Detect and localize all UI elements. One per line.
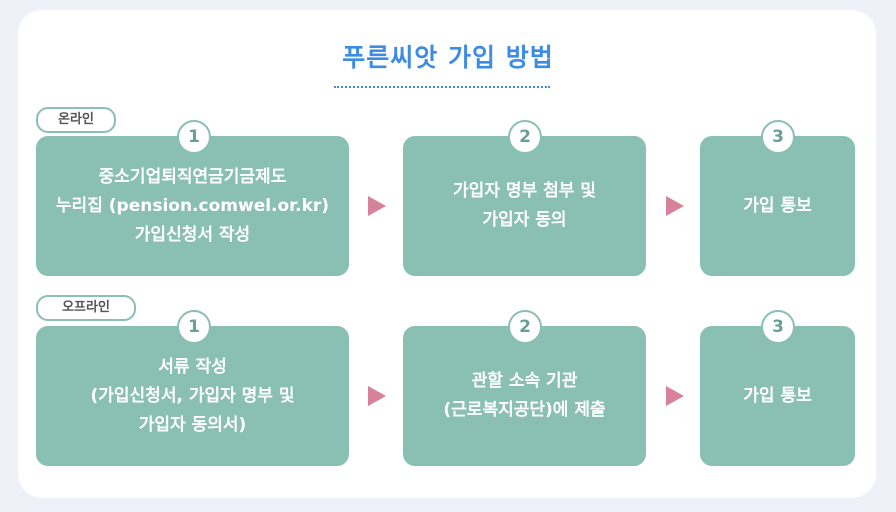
title-underline [334, 86, 550, 88]
online-step-1-number: 1 [177, 120, 211, 154]
online-tag: 온라인 [36, 107, 116, 133]
offline-step-1-box: 서류 작성 (가입신청서, 가입자 명부 및 가입자 동의서) [36, 326, 349, 466]
arrow-right-icon [368, 196, 386, 216]
online-step-3-number: 3 [761, 120, 795, 154]
offline-step-3-number: 3 [761, 310, 795, 344]
offline-step-1-number: 1 [177, 310, 211, 344]
online-step-3-box: 가입 통보 [700, 136, 855, 276]
arrow-right-icon [368, 386, 386, 406]
online-step-2-number: 2 [508, 120, 542, 154]
offline-step-3-box: 가입 통보 [700, 326, 855, 466]
offline-step-2-box: 관할 소속 기관 (근로복지공단)에 제출 [403, 326, 646, 466]
online-step-1-box: 중소기업퇴직연금기금제도 누리집 (pension.comwel.or.kr) … [36, 136, 349, 276]
page-title: 푸른씨앗 가입 방법 [342, 43, 554, 72]
online-step-2-box: 가입자 명부 첨부 및 가입자 동의 [403, 136, 646, 276]
offline-tag: 오프라인 [36, 295, 136, 321]
arrow-right-icon [666, 386, 684, 406]
offline-step-2-number: 2 [508, 310, 542, 344]
arrow-right-icon [666, 196, 684, 216]
